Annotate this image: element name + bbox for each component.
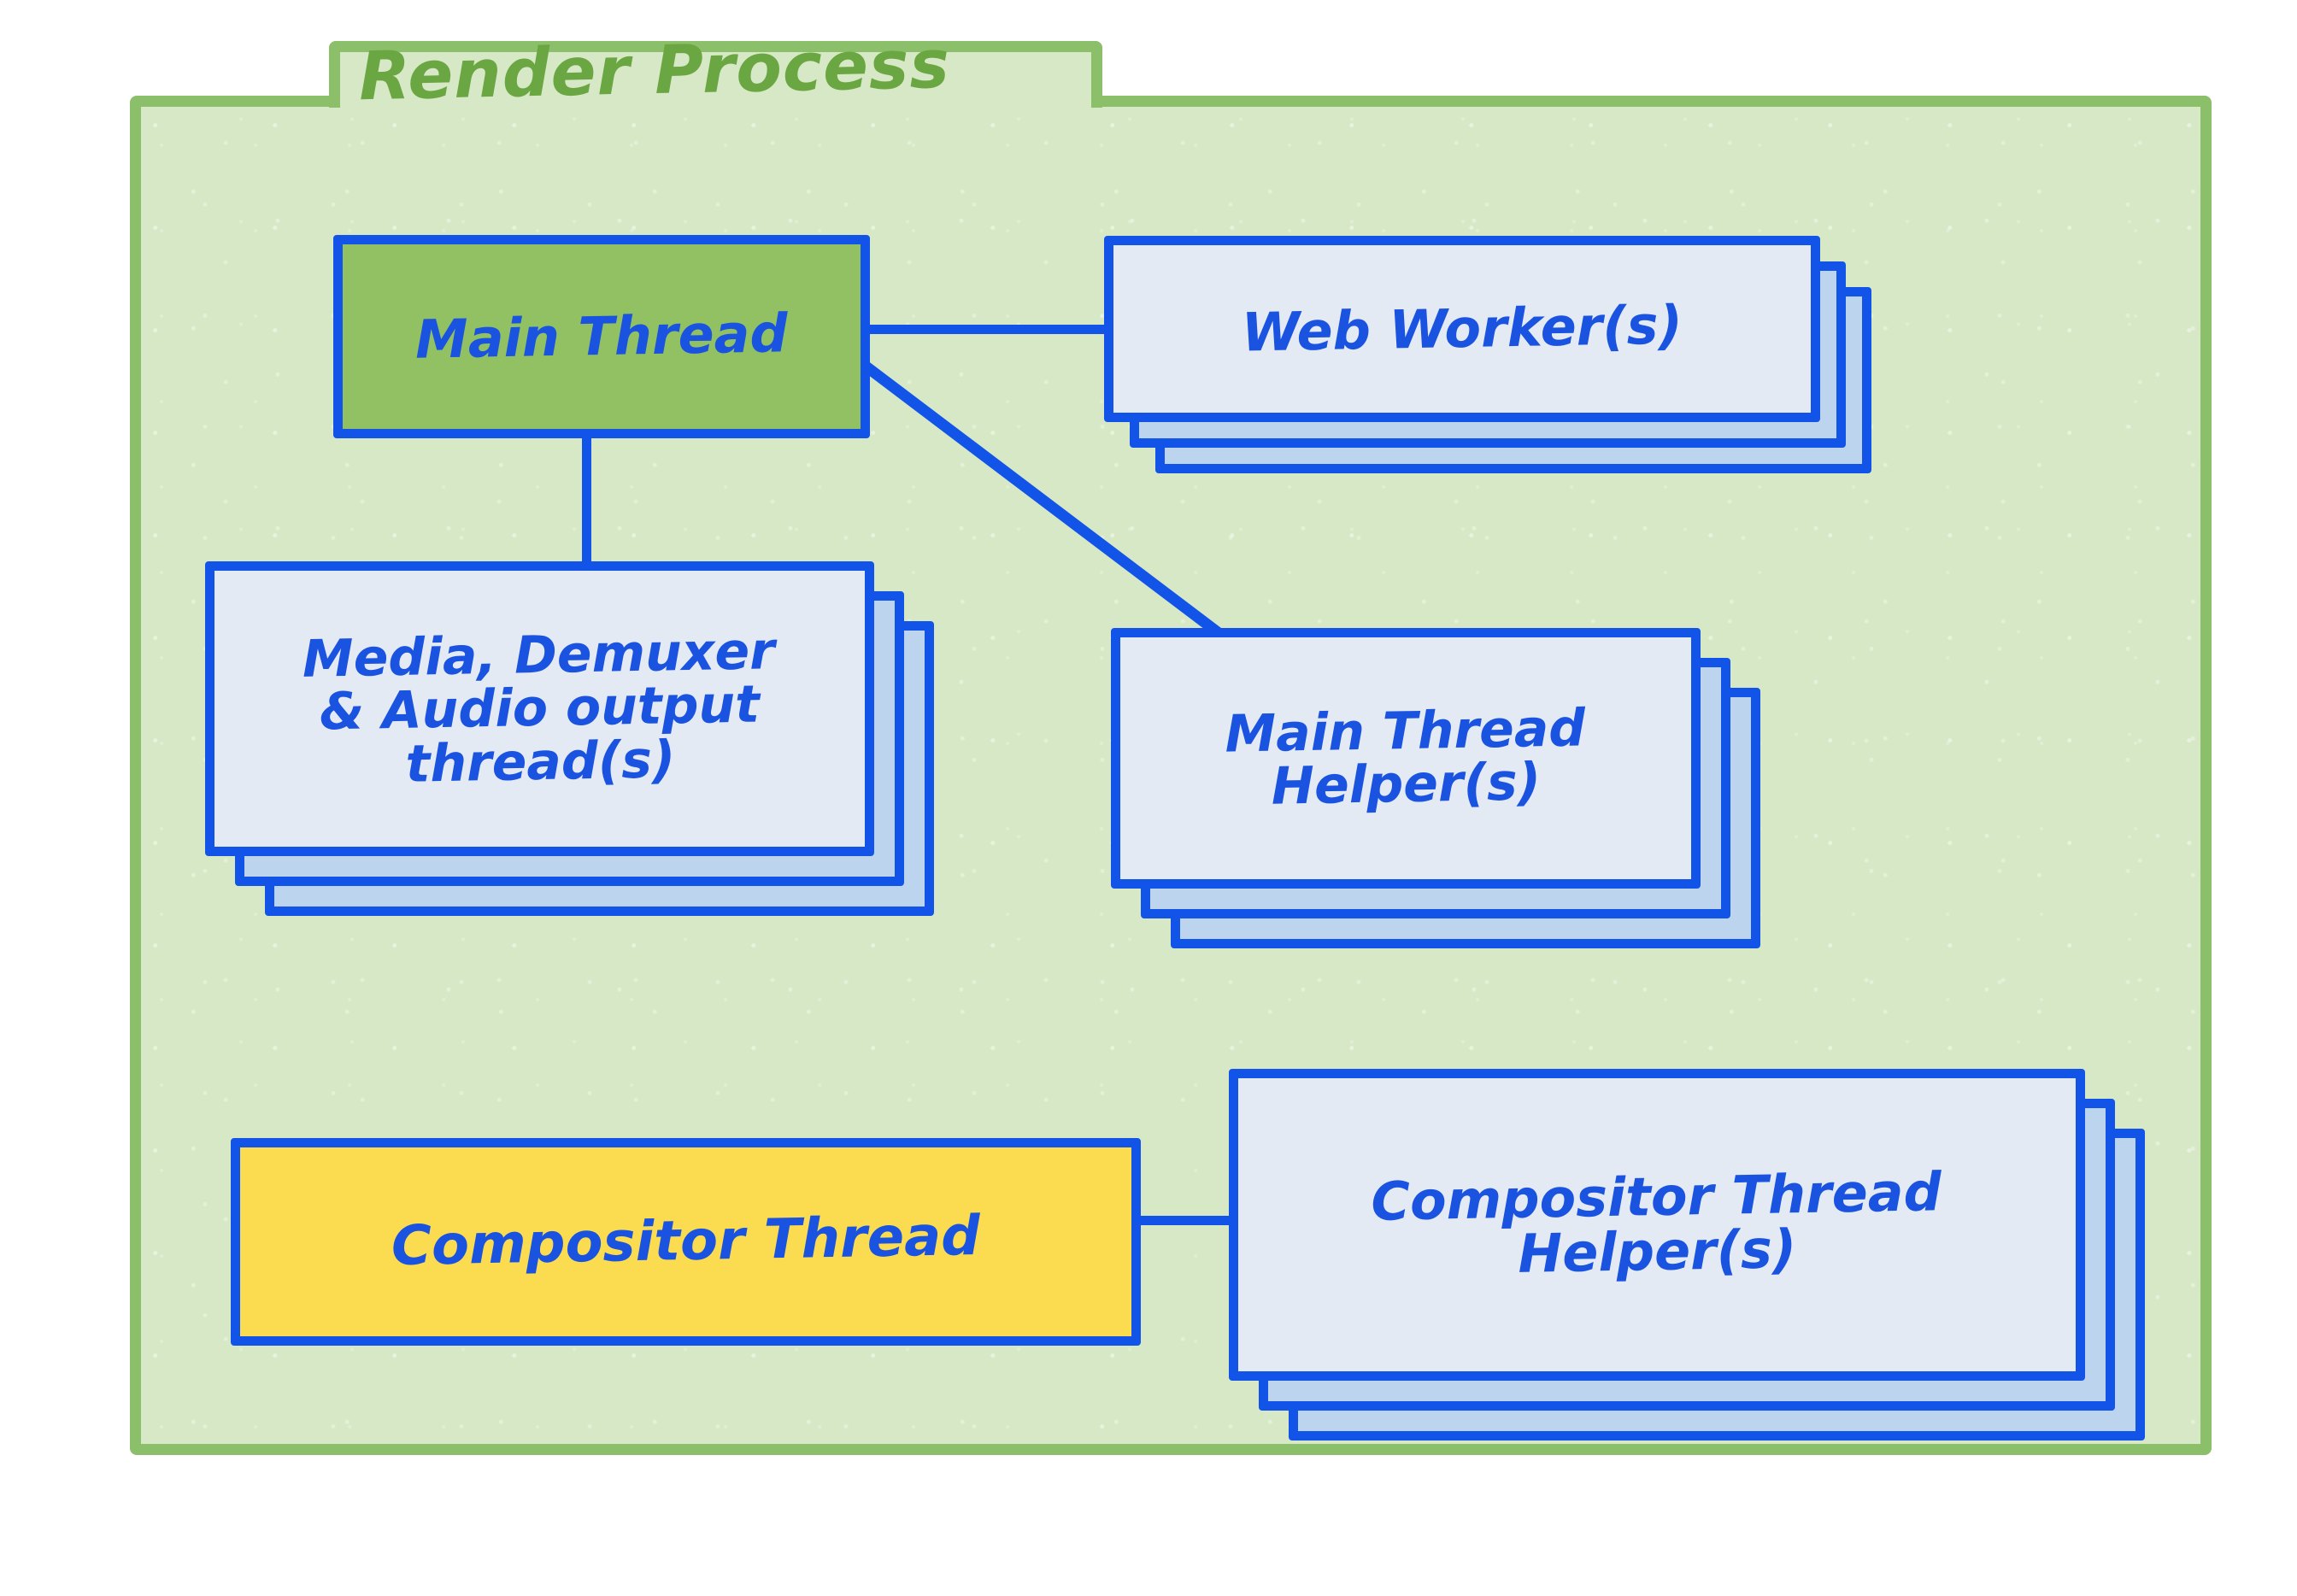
node-web-worker-label: Web Worker(s) [1241, 293, 1683, 364]
node-compositor-thread-helper-label: Compositor Thread Helper(s) [1371, 1160, 1942, 1286]
connector-main-thread-to-web-worker [866, 325, 1108, 334]
node-media-demuxer-audio-thread-label: Media, Demuxer & Audio output thread(s) [302, 621, 776, 795]
process-tab [329, 41, 1102, 108]
node-compositor-thread-label: Compositor Thread [391, 1205, 981, 1279]
node-compositor-thread-helper[interactable]: Compositor Thread Helper(s) [1229, 1069, 2085, 1381]
connector-main-thread-to-media-thread [582, 432, 591, 566]
connector-compositor-thread-to-compositor-helper [1137, 1216, 1233, 1225]
node-main-thread-helper-label: Main Thread Helper(s) [1224, 698, 1586, 818]
node-main-thread-helper[interactable]: Main Thread Helper(s) [1111, 628, 1701, 889]
node-web-worker[interactable]: Web Worker(s) [1104, 236, 1820, 422]
node-compositor-thread[interactable]: Compositor Thread [231, 1138, 1141, 1346]
node-main-thread-label: Main Thread [414, 301, 789, 371]
node-media-demuxer-audio-thread[interactable]: Media, Demuxer & Audio output thread(s) [205, 561, 874, 856]
node-main-thread[interactable]: Main Thread [333, 235, 870, 438]
page-title: Render Process [358, 26, 951, 116]
